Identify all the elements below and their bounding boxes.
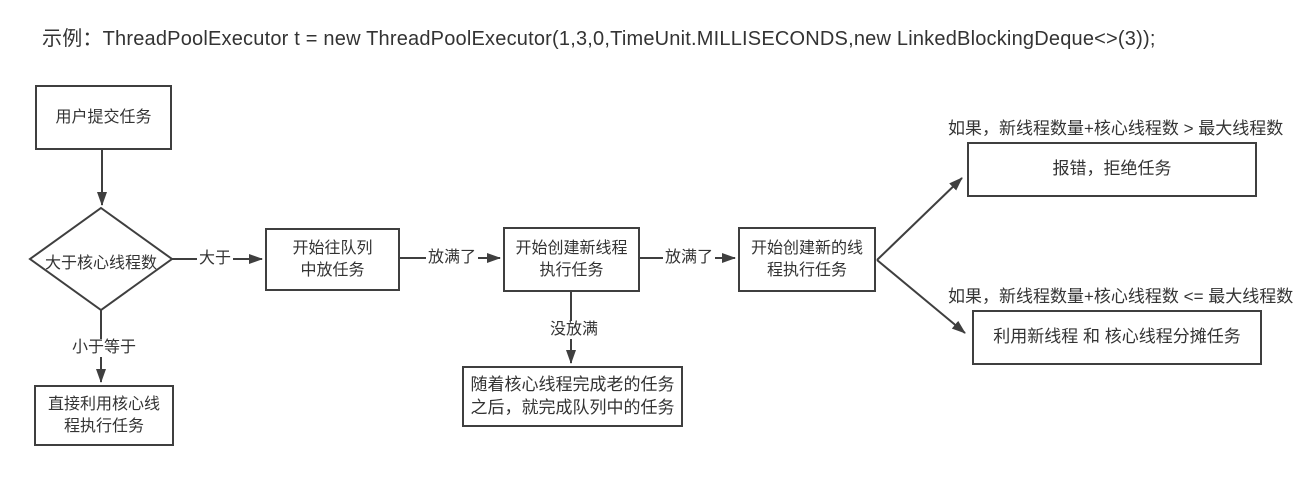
node-share-label: 利用新线程 和 核心线程分摊任务 bbox=[993, 327, 1241, 347]
condition-label-less-equal-max: 如果，新线程数量+核心线程数 <= 最大线程数 bbox=[948, 287, 1294, 306]
node-create-thread-line1: 开始创建新线程 bbox=[515, 239, 628, 257]
node-queue-put: 开始往队列 中放任务 bbox=[265, 228, 400, 291]
node-create-thread-line2: 执行任务 bbox=[539, 261, 604, 279]
node-core-direct-line2: 程执行任务 bbox=[63, 417, 144, 435]
node-user-submit-label: 用户提交任务 bbox=[55, 108, 152, 126]
node-share: 利用新线程 和 核心线程分摊任务 bbox=[972, 310, 1262, 365]
node-user-submit: 用户提交任务 bbox=[35, 85, 172, 150]
node-queue-put-line1: 开始往队列 bbox=[292, 239, 373, 257]
node-create-thread-2: 开始创建新的线 程执行任务 bbox=[738, 227, 876, 292]
diagram-title: 示例：ThreadPoolExecutor t = new ThreadPool… bbox=[42, 28, 1156, 50]
node-core-direct: 直接利用核心线 程执行任务 bbox=[34, 385, 174, 446]
node-create-thread-2-line1: 开始创建新的线 bbox=[750, 239, 863, 257]
edge-create2-to-share bbox=[876, 259, 966, 334]
edge-label-less-equal: 小于等于 bbox=[70, 339, 139, 357]
node-queue-done-line1: 随着核心线程完成老的任务 bbox=[470, 374, 675, 394]
edge-label-greater: 大于 bbox=[197, 250, 234, 268]
edge-label-full-1: 放满了 bbox=[426, 249, 479, 267]
condition-label-greater-than-max: 如果，新线程数量+核心线程数 > 最大线程数 bbox=[948, 119, 1284, 138]
node-create-thread-2-line2: 程执行任务 bbox=[766, 261, 847, 279]
edge-create2-to-reject bbox=[876, 177, 963, 261]
node-queue-done: 随着核心线程完成老的任务 之后，就完成队列中的任务 bbox=[462, 366, 683, 427]
edge-label-full-2: 放满了 bbox=[663, 249, 716, 267]
node-reject-label: 报错，拒绝任务 bbox=[1052, 159, 1172, 179]
node-core-direct-line1: 直接利用核心线 bbox=[47, 395, 160, 413]
edge-label-not-full: 没放满 bbox=[548, 321, 601, 339]
node-reject: 报错，拒绝任务 bbox=[967, 142, 1257, 197]
node-queue-done-line2: 之后，就完成队列中的任务 bbox=[470, 397, 675, 417]
node-decision-label: 大于核心线程数 bbox=[44, 255, 157, 272]
node-create-thread: 开始创建新线程 执行任务 bbox=[503, 227, 640, 292]
node-queue-put-line2: 中放任务 bbox=[300, 261, 365, 279]
